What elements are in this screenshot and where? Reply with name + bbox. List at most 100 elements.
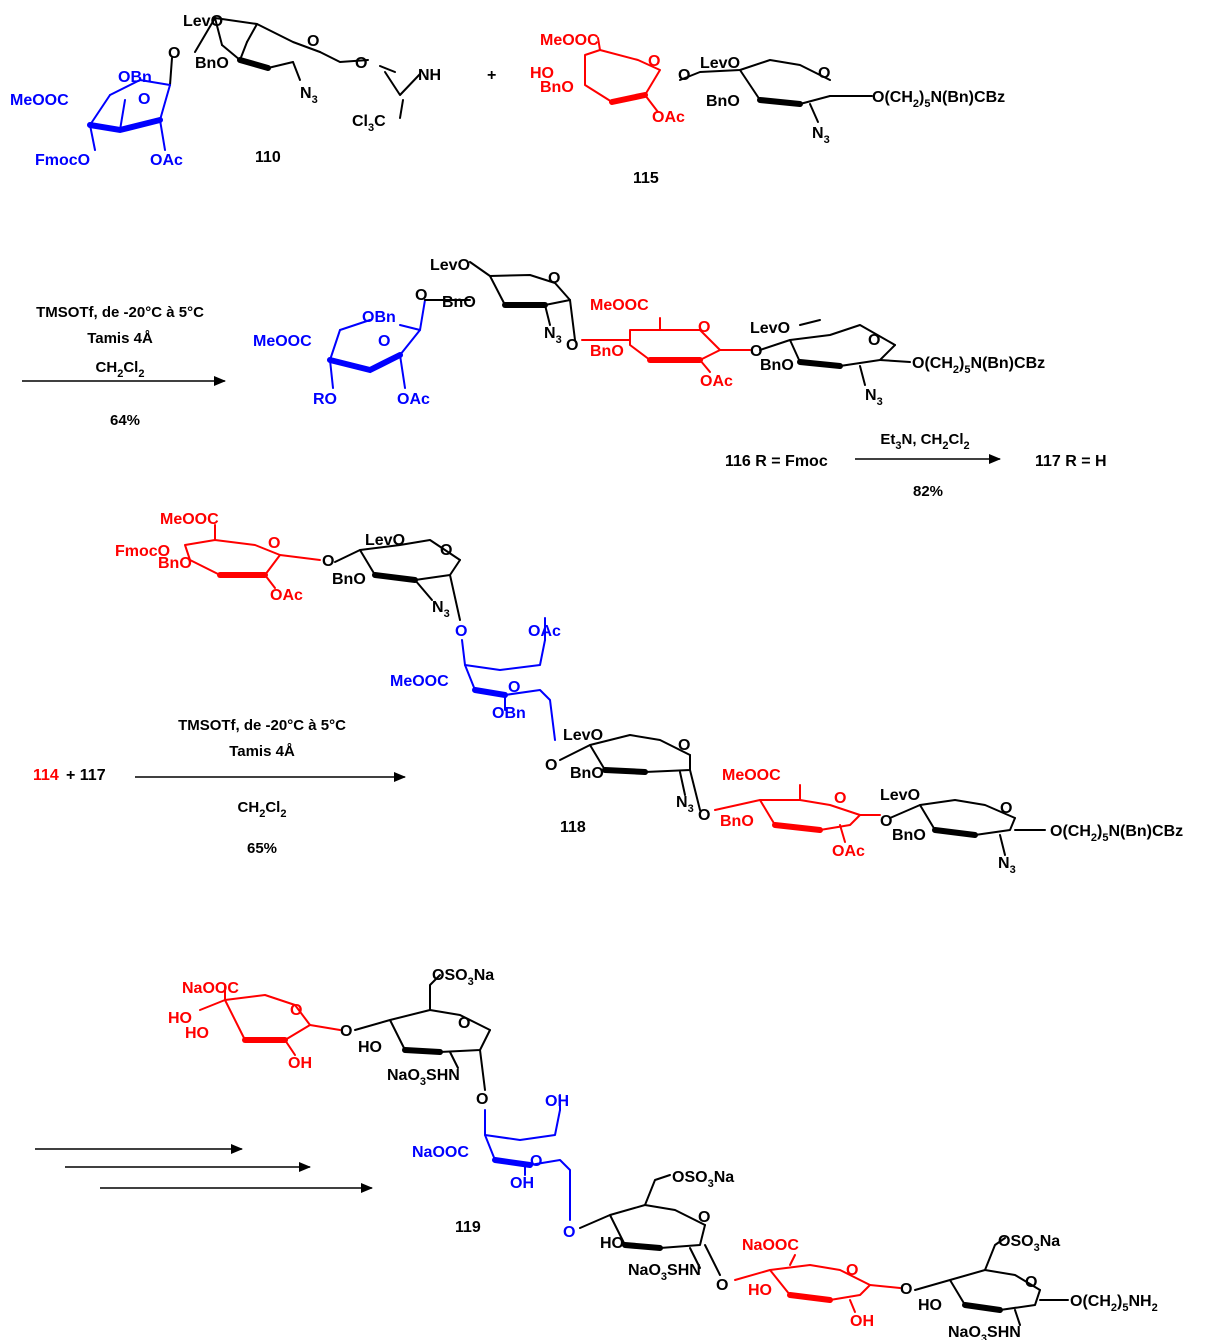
anomeric-o-label: O [355,55,367,72]
ring-o-label: O [440,542,452,559]
compound-number-116: 116 R = Fmoc [725,453,828,470]
step3-sieves: Tamis 4Å [229,743,295,760]
meooc-label: MeOOC [253,333,312,350]
glca-ring-o: O [834,790,846,807]
glycosidic-o-label: O [750,343,762,360]
glycosidic-o-label: O [900,1281,912,1298]
compound-number-119: 119 [455,1219,481,1236]
compound-118: MeOOC O FmocO BnO OAc LevO O O BnO N3 O … [115,511,1183,876]
oh-label: OH [850,1313,874,1330]
meooc-label: MeOOC [390,673,449,690]
step-2-conditions: 116 R = Fmoc Et3N, CH2Cl2 82% 117 R = H [725,431,1107,500]
obn-label: OBn [118,69,152,86]
compound-number-117: 117 R = H [1035,453,1107,470]
imidate-nh-label: NH [418,67,441,84]
compound-number-118: 118 [560,819,586,836]
levo-label: LevO [563,727,603,744]
ido-ring-o: O [138,91,150,108]
glycosidic-o-label: O [168,45,180,62]
ring-o-label: O [1000,800,1012,817]
oac-label: OAc [652,109,685,126]
glycosidic-o-label: O [545,757,557,774]
plus-117: + 117 [66,767,106,784]
cl3c-label: Cl3C [352,113,386,134]
ho-label: HO [168,1010,192,1027]
glca-ring-o: O [648,53,660,70]
step1-sieves: Tamis 4Å [87,330,153,347]
oac-label: OAc [270,587,303,604]
oac-label: OAc [397,391,430,408]
oac-label: OAc [528,623,561,640]
ring-o-label: O [698,1209,710,1226]
sulfamate-label: NaO3SHN [948,1324,1021,1340]
ido-ring-o: O [508,679,520,696]
naooc-label: NaOOC [742,1237,799,1254]
bno-label: BnO [442,294,476,311]
step-3-conditions: TMSOTf, de -20°C à 5°C Tamis 4Å 114 + 11… [33,717,406,857]
step3-solvent: CH2Cl2 [238,799,287,820]
glycosidic-o-label: O [322,553,334,570]
levo-label: LevO [880,787,920,804]
bno-label: BnO [760,357,794,374]
levo-label: LevO [700,55,740,72]
bno-label: BnO [892,827,926,844]
bno-label: BnO [158,555,192,572]
bno-label: BnO [570,765,604,782]
meooc-label: MeOOC [10,92,69,109]
ho-label: HO [748,1282,772,1299]
compound-number-114: 114 [33,767,59,784]
glca-ring-o: O [290,1002,302,1019]
amine-linker-label: O(CH2)5NH2 [1070,1293,1158,1314]
plus-sign: + [487,67,496,84]
ho-label: HO [530,65,554,82]
ro-label: RO [313,391,337,408]
osulfate-label: OSO3Na [998,1233,1060,1254]
ido-glycosidic-o: O [455,623,467,640]
oac-label: OAc [150,152,183,169]
azide-label: N3 [300,85,318,106]
ring-o-label: O [458,1015,470,1032]
ido-ring-o: O [378,333,390,350]
glycosidic-o-2: O [476,1091,488,1108]
ido-glycosidic-o: O [563,1224,575,1241]
glca-ring-o: O [698,319,710,336]
azide-label: N3 [432,599,450,620]
compound-119: NaOOC O HO HO OH OSO3Na O O HO NaO3SHN O… [168,967,1158,1340]
oac-label: OAc [832,843,865,860]
bno-label: BnO [720,813,754,830]
step1-yield: 64% [110,412,140,429]
oac-label: OAc [700,373,733,390]
azide-label: N3 [676,794,694,815]
azide-label: N3 [865,387,883,408]
meooc-label: MeOOC [722,767,781,784]
osulfate-label: OSO3Na [432,967,494,988]
obn-label: OBn [362,309,396,326]
multistep-arrows [35,1144,373,1193]
step1-reagents: TMSOTf, de -20°C à 5°C [36,304,204,321]
ho-label: HO [358,1039,382,1056]
levo-label: LevO [183,13,223,30]
step3-yield: 65% [247,840,277,857]
compound-116: MeOOC OBn O RO OAc LevO O O BnO N3 O MeO… [253,257,1045,408]
glycosidic-o-2: O [698,807,710,824]
oh-label: OH [288,1055,312,1072]
glycosidic-o-2: O [566,337,578,354]
glycosidic-o-label: O [340,1023,352,1040]
bno-label: BnO [590,343,624,360]
levo-label: LevO [365,532,405,549]
meooc-label: MeOOC [160,511,219,528]
ring-o-label: O [818,65,830,82]
compound-110: LevO O BnO O O NH N3 Cl3C MeOOC OBn O Fm… [10,13,441,169]
fmoco-label: FmocO [35,152,90,169]
ring-o-label: O [678,737,690,754]
fmoco-label: FmocO [115,543,170,560]
oh-label-2: OH [510,1175,534,1192]
glycosidic-o-2: O [716,1277,728,1294]
obn-label: OBn [492,705,526,722]
glca-ring-o: O [268,535,280,552]
linker-label: O(CH2)5N(Bn)CBz [1050,823,1183,844]
step3-reagents: TMSOTf, de -20°C à 5°C [178,717,346,734]
ido-ring-o: O [530,1153,542,1170]
glycosidic-o-label: O [415,287,427,304]
